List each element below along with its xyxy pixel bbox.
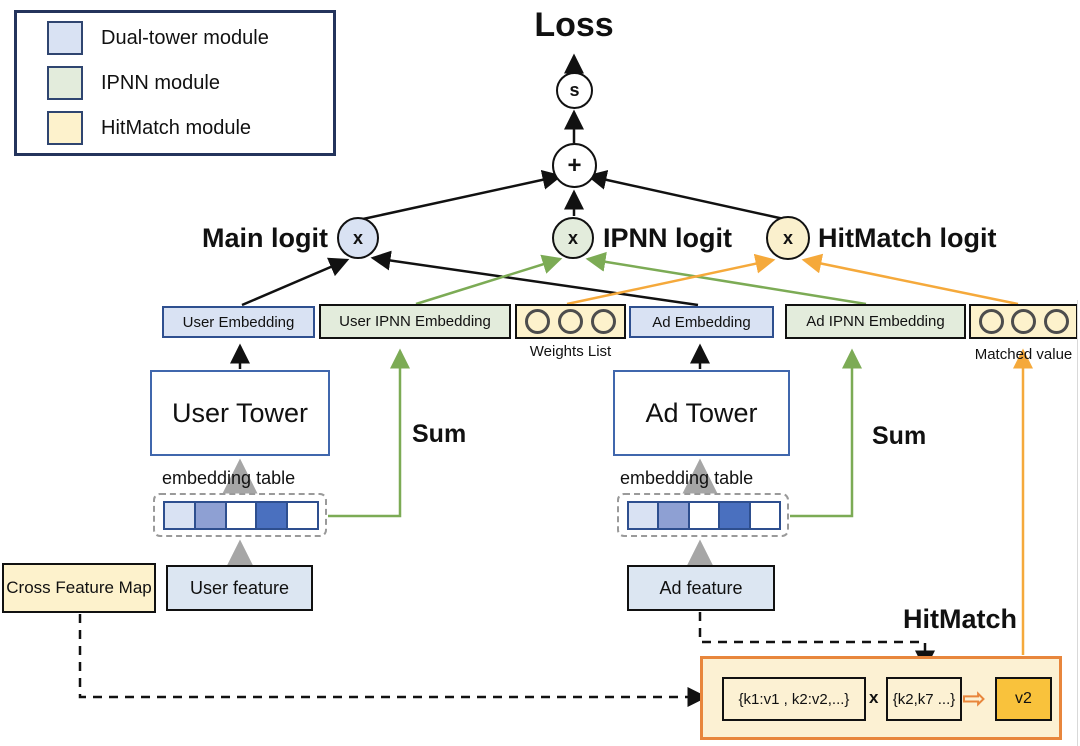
sigmoid-node: s [556, 72, 593, 109]
legend-swatch-ipnn [47, 66, 83, 100]
arrow-main-logit-to-plus [362, 169, 563, 221]
ad-embedding-table-label: embedding table [620, 468, 754, 488]
arrow-weights-list-to-hitmatch-logit [566, 253, 776, 306]
legend-item-dual-tower: Dual-tower module [47, 21, 333, 55]
user-feature-box: User feature [166, 565, 313, 611]
ad-embedding-table-cells [627, 501, 781, 530]
legend-item-ipnn: IPNN module [47, 66, 333, 100]
legend-label: IPNN module [101, 71, 220, 94]
ad-ipnn-embedding-box: Ad IPNN Embedding [785, 304, 966, 339]
legend-swatch-hitmatch [47, 111, 83, 145]
user-embedding-box: User Embedding [162, 306, 315, 338]
arrow-ad-ipnn-embedding-to-ipnn-logit [585, 251, 867, 306]
arrow-hitmatch-logit-to-plus [586, 170, 785, 221]
matched-circle [978, 309, 1004, 334]
arrow-user-ipnn-embedding-to-ipnn-logit [415, 254, 563, 306]
user-tower-box: User Tower [150, 370, 330, 456]
legend-label: HitMatch module [101, 116, 252, 139]
matched-value-caption: Matched value [974, 346, 1073, 363]
cross-feature-map-box: Cross Feature Map [2, 563, 156, 613]
legend: Dual-tower module IPNN module HitMatch m… [14, 10, 336, 156]
loss-label: Loss [534, 6, 614, 44]
embedding-cell [286, 503, 317, 528]
embedding-cell [165, 503, 194, 528]
hitmatch-keyset-box: {k2,k7 ...} [886, 677, 962, 721]
weight-circle [525, 309, 550, 334]
arrow-sum-ad [790, 348, 862, 518]
ad-embedding-box: Ad Embedding [629, 306, 774, 338]
ipnn-logit-label: IPNN logit [603, 223, 732, 253]
hitmatch-logit-node: x [766, 216, 810, 260]
hitmatch-title: HitMatch [903, 604, 1017, 634]
weights-list-box [515, 304, 626, 339]
ad-feature-box: Ad feature [627, 565, 775, 611]
arrow-user-embedding-to-main-logit [241, 257, 350, 307]
arrow-ad-embedding-to-main-logit [370, 250, 699, 307]
main-logit-label: Main logit [202, 223, 328, 253]
legend-swatch-dual-tower [47, 21, 83, 55]
hitmatch-times-label: x [869, 688, 879, 707]
arrow-cross-feature-to-hitmatch [78, 614, 708, 707]
matched-circle [1043, 309, 1069, 334]
weights-list-caption: Weights List [529, 343, 612, 360]
hitmatch-logit-label: HitMatch logit [818, 223, 997, 253]
legend-label: Dual-tower module [101, 26, 269, 49]
matched-value-box [969, 304, 1078, 339]
hitmatch-result-arrow-icon: ⇨ [962, 681, 987, 715]
weight-circle [558, 309, 583, 334]
user-embedding-table-label: embedding table [162, 468, 296, 488]
sum-label-user: Sum [412, 420, 467, 448]
arrow-matched-value-to-hitmatch-logit [801, 253, 1019, 306]
ad-tower-box: Ad Tower [613, 370, 790, 456]
embedding-cell [255, 503, 287, 528]
embedding-cell [629, 503, 658, 528]
user-embedding-table-dashed-box [153, 493, 327, 537]
hitmatch-result-box: v2 [995, 677, 1052, 721]
sum-label-ad: Sum [872, 422, 927, 450]
user-embedding-table-cells [163, 501, 319, 530]
ad-embedding-table-dashed-box [617, 493, 789, 537]
plus-node: + [552, 143, 597, 188]
embedding-cell [657, 503, 688, 528]
legend-item-hitmatch: HitMatch module [47, 111, 333, 145]
ipnn-logit-node: x [552, 217, 594, 259]
embedding-cell [687, 503, 719, 528]
hitmatch-kv-map-box: {k1:v1 , k2:v2,...} [722, 677, 866, 721]
weight-circle [591, 309, 616, 334]
user-ipnn-embedding-box: User IPNN Embedding [319, 304, 511, 339]
figure-right-edge [1077, 300, 1078, 746]
embedding-cell [748, 503, 780, 528]
embedding-cell [193, 503, 225, 528]
main-logit-node: x [337, 217, 379, 259]
embedding-cell [718, 503, 749, 528]
arrow-sum-user [328, 348, 410, 518]
matched-circle [1011, 309, 1036, 334]
embedding-cell [224, 503, 256, 528]
